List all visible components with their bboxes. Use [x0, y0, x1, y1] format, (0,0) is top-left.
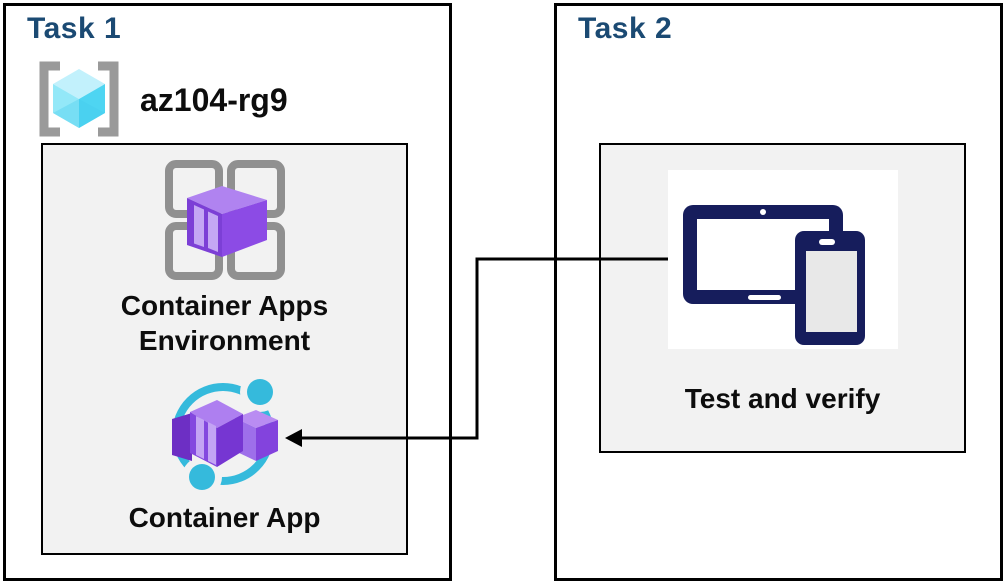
resource-group-icon — [32, 58, 126, 143]
task2-title: Task 2 — [578, 12, 673, 45]
resource-group-row: az104-rg9 — [32, 58, 288, 143]
container-app-icon — [168, 372, 286, 497]
tablet-and-phone-icon — [668, 205, 898, 353]
environment-label: Container Apps Environment — [120, 290, 329, 356]
resource-group-name: az104-rg9 — [140, 82, 288, 118]
task1-title: Task 1 — [27, 12, 122, 45]
container-apps-environment-icon — [163, 158, 287, 287]
verify-label: Test and verify — [684, 383, 881, 414]
container-app-label: Container App — [128, 502, 321, 533]
device-icon-panel — [668, 170, 898, 349]
